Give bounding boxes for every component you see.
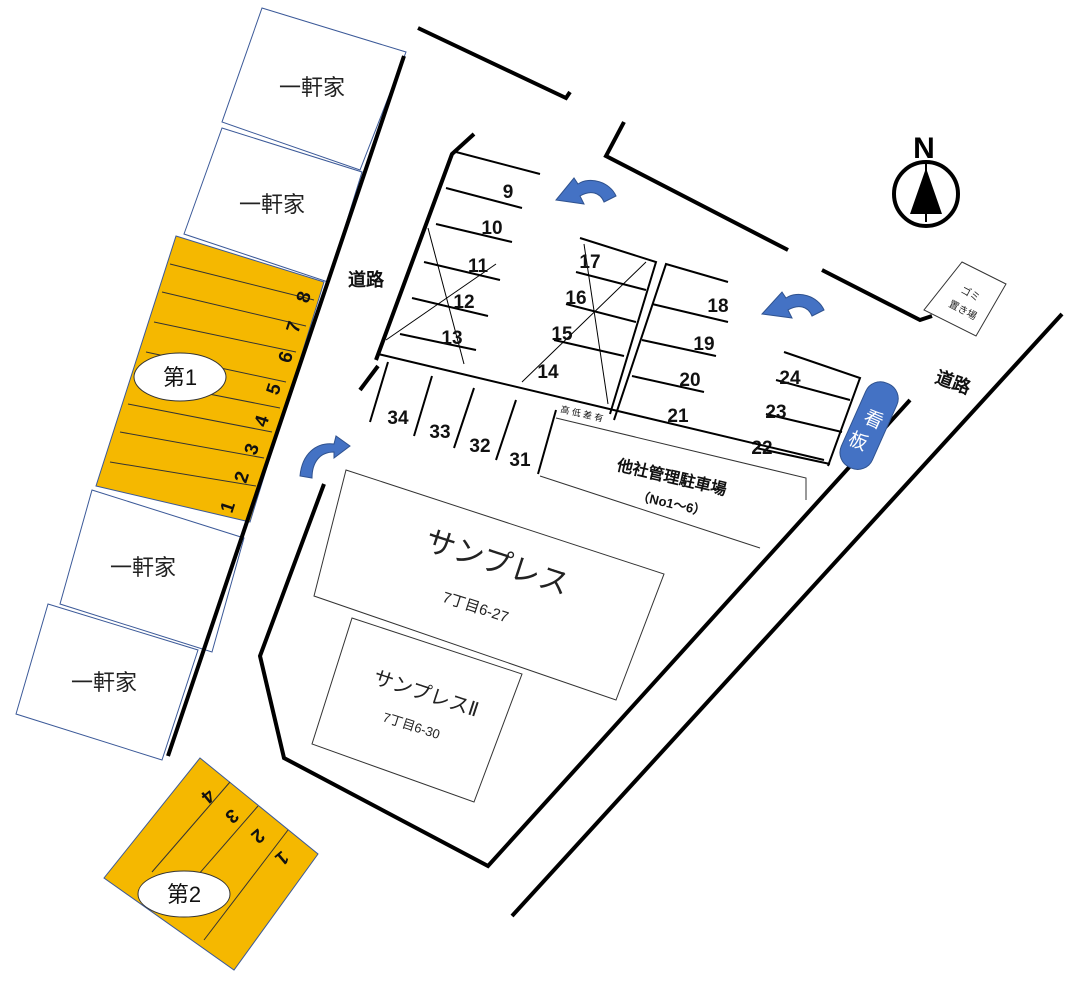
compass-north-label: N: [913, 132, 935, 165]
block-east-mid: [613, 262, 729, 421]
lot1-label: 第1: [163, 365, 197, 390]
house-label: 一軒家: [239, 192, 305, 217]
space-23: 23: [765, 402, 786, 423]
boundaries: [257, 26, 1064, 918]
other-lot-sub: （No1～6）: [635, 488, 707, 519]
arrow-north: [555, 177, 617, 205]
lot2: 1 2 3 4 第2: [103, 757, 319, 971]
space-13: 13: [441, 328, 462, 349]
lot1: 1 2 3 4 5 6 7 8 第1: [95, 235, 325, 523]
space-20: 20: [679, 370, 700, 391]
block-south: [369, 353, 825, 475]
block-north: [385, 151, 541, 365]
road-label-east: 道路: [933, 366, 975, 398]
lot2-label-oval: [137, 870, 231, 918]
space-18: 18: [707, 296, 728, 317]
space-14: 14: [537, 362, 559, 383]
building-sunpress: サンプレス 7丁目6-27: [313, 469, 665, 701]
road-label-west: 道路: [348, 269, 385, 290]
space-32: 32: [469, 436, 490, 457]
space-10: 10: [481, 218, 502, 239]
compass: N: [892, 132, 960, 228]
block-middle: [521, 237, 658, 415]
other-lot-label: 他社管理駐車場: [614, 455, 728, 499]
space-19: 19: [693, 334, 714, 355]
west-boundary: [166, 55, 406, 757]
block-east: [755, 351, 862, 467]
house-label: 一軒家: [71, 670, 137, 695]
house-label: 一軒家: [110, 555, 176, 580]
house-4: 一軒家: [15, 603, 199, 761]
space-15: 15: [551, 324, 573, 345]
lot2-label: 第2: [167, 882, 201, 907]
signboard: 看 板: [839, 381, 899, 470]
arrow-east: [760, 291, 825, 319]
space-12: 12: [453, 292, 474, 313]
building-sunpress-2: サンプレスⅡ 7丁目6-30: [311, 617, 523, 803]
house-2: 一軒家: [183, 127, 363, 283]
space-31: 31: [509, 450, 531, 471]
space-17: 17: [579, 252, 600, 273]
space-22: 22: [751, 438, 772, 459]
house-label: 一軒家: [279, 75, 345, 100]
space-11: 11: [468, 256, 489, 277]
lot1-label-oval: [133, 352, 227, 402]
space-9: 9: [503, 182, 514, 203]
space-16: 16: [565, 288, 586, 309]
house-1: 一軒家: [221, 7, 407, 171]
garbage-area: ゴミ 置き場: [923, 261, 1007, 337]
space-24: 24: [779, 368, 801, 389]
space-33: 33: [429, 422, 450, 443]
arrow-entrance: [299, 435, 351, 479]
space-34: 34: [387, 408, 409, 429]
space-21: 21: [667, 406, 689, 427]
house-3: 一軒家: [59, 489, 245, 653]
